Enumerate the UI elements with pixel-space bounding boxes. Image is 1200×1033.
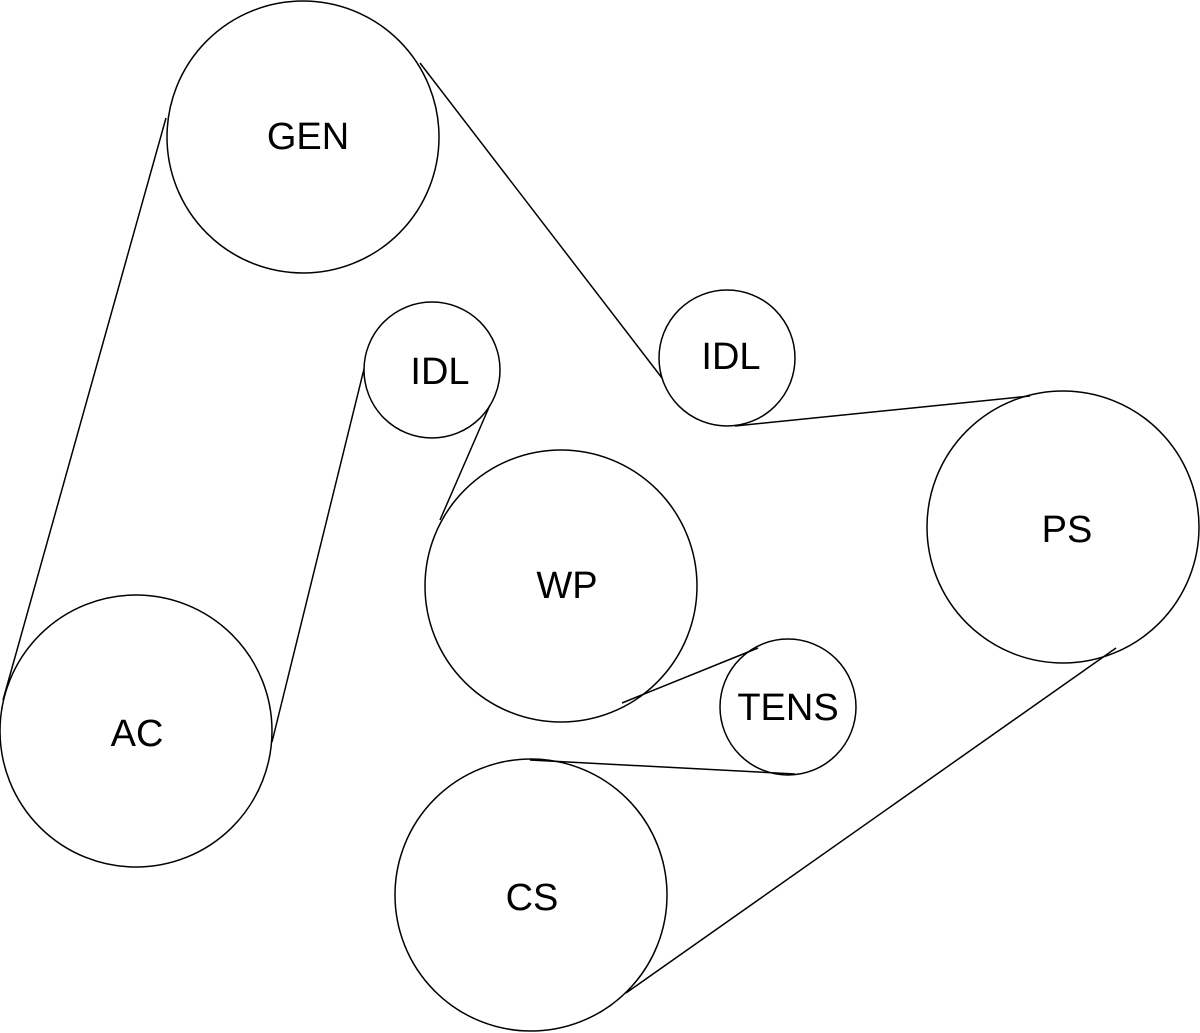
- belt-segment-idl-upper-to-gen: [419, 62, 663, 379]
- pulley-gen: GEN: [166, 0, 440, 274]
- belt-segment-gen-to-ac: [2, 117, 167, 701]
- pulley-label-ac: AC: [111, 713, 164, 755]
- belt-segment-idl-left-to-wp: [439, 404, 491, 521]
- pulley-idl-upper: IDL: [658, 289, 796, 427]
- pulley-label-tens: TENS: [737, 687, 838, 729]
- pulley-label-wp: WP: [536, 565, 597, 607]
- belt: [2, 62, 1117, 994]
- pulley-label-idl-upper: IDL: [701, 336, 760, 378]
- pulley-idl-left: IDL: [363, 301, 501, 439]
- belt-segment-ps-to-idl-upper: [734, 395, 1031, 427]
- belt-segment-tens-to-cs: [529, 759, 796, 775]
- belt-segment-ac-to-idl-left: [271, 368, 365, 743]
- pulley-cs: CS: [394, 758, 668, 1032]
- pulley-ac: AC: [0, 594, 273, 868]
- pulley-label-idl-left: IDL: [410, 351, 469, 393]
- pulley-tens: TENS: [719, 638, 857, 776]
- pulley-wp: WP: [424, 449, 698, 723]
- pulley-label-ps: PS: [1042, 509, 1093, 551]
- pulley-label-gen: GEN: [267, 116, 349, 158]
- belt-segment-cs-to-ps: [625, 647, 1117, 994]
- pulley-label-cs: CS: [506, 877, 559, 919]
- pulley-ps: PS: [926, 390, 1200, 664]
